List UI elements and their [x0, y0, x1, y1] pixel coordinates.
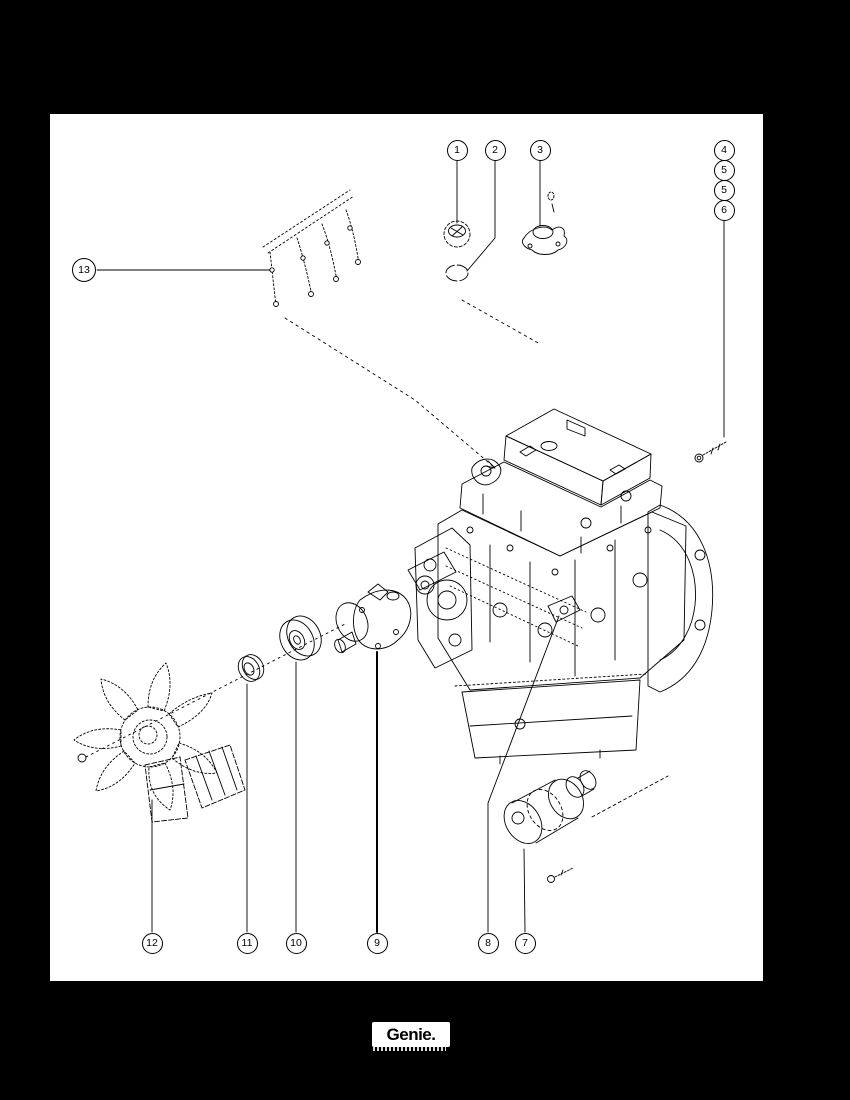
thermostat-housing-part — [521, 191, 568, 255]
pulley-part — [279, 615, 322, 661]
exploded-axis-line — [85, 623, 346, 758]
timing-cover — [407, 527, 473, 669]
cylinder-head — [459, 461, 663, 557]
callout-5a: 5 — [713, 159, 735, 181]
callout-4: 4 — [713, 139, 735, 161]
thermostat-leader-dashed — [461, 299, 541, 345]
valve-cover — [503, 408, 652, 506]
callout-10: 10 — [285, 932, 307, 954]
filler-cap-part — [443, 220, 471, 248]
logo-fineprint-text — [373, 1047, 446, 1051]
callout-8: 8 — [477, 932, 499, 954]
fan-part — [73, 662, 218, 811]
leader-2 — [466, 160, 496, 272]
callout-3: 3 — [529, 139, 551, 161]
fuel-line-assembly-part — [262, 189, 361, 307]
mounting-bolt-part — [694, 441, 727, 463]
callout-2: 2 — [484, 139, 506, 161]
callout-6: 6 — [713, 199, 735, 221]
oil-pan — [454, 673, 647, 765]
starter-alignment-dashed — [591, 775, 669, 818]
manual-page — [50, 114, 763, 981]
callout-7: 7 — [514, 932, 536, 954]
leader-8 — [487, 615, 560, 933]
o-ring-part — [445, 264, 469, 282]
water-pump-part — [334, 583, 412, 654]
callout-5b: 5 — [713, 179, 735, 201]
fan-bolt — [77, 753, 87, 763]
leader-lines — [96, 160, 725, 933]
flywheel-housing — [647, 504, 714, 693]
callout-11: 11 — [236, 932, 258, 954]
injection-pump — [547, 595, 581, 623]
fan-bracket — [144, 744, 246, 823]
callout-1: 1 — [446, 139, 468, 161]
leader-7 — [523, 848, 526, 933]
genie-logo: Genie. — [372, 1022, 450, 1047]
callout-13: 13 — [72, 258, 96, 282]
starter-bolt — [547, 867, 574, 883]
fuel-line-leader-dashed — [284, 317, 496, 469]
starter-motor-part — [503, 770, 597, 844]
callout-12: 12 — [141, 932, 163, 954]
hub-spacer-part — [237, 654, 265, 682]
intake-elbow — [471, 458, 502, 486]
engine-assembly-drawing — [407, 408, 714, 765]
callout-9: 9 — [366, 932, 388, 954]
